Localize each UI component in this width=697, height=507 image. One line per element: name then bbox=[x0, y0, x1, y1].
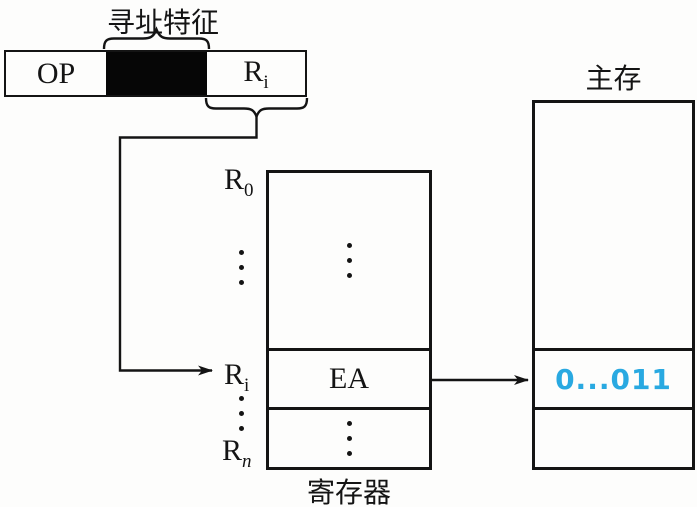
register-number-field: Ri bbox=[207, 52, 305, 95]
register-label-rn-subscript: n bbox=[242, 451, 252, 472]
addressing-mode-field bbox=[106, 52, 207, 95]
vertical-ellipsis-table-bottom bbox=[346, 421, 352, 456]
register-label-rn-base: R bbox=[222, 434, 243, 467]
instruction-word-box: OP Ri bbox=[4, 50, 307, 97]
under-brace-register-field bbox=[204, 97, 309, 120]
register-file-lower-section bbox=[269, 410, 429, 467]
register-label-ri: Ri bbox=[224, 358, 249, 395]
ellipsis-dot bbox=[238, 396, 244, 401]
ellipsis-dot bbox=[346, 258, 352, 263]
ellipsis-dot bbox=[346, 451, 352, 456]
register-label-r0-subscript: 0 bbox=[244, 180, 254, 201]
ellipsis-dot bbox=[238, 250, 244, 255]
main-memory-title: 主存 bbox=[585, 64, 642, 95]
register-file-upper-section bbox=[269, 173, 429, 348]
vertical-ellipsis-left-upper bbox=[238, 250, 244, 285]
vertical-ellipsis-table-top bbox=[346, 243, 352, 278]
register-label-ri-subscript: i bbox=[244, 375, 250, 396]
addressing-feature-label: 寻址特征 bbox=[106, 8, 219, 39]
ellipsis-dot bbox=[238, 280, 244, 285]
ellipsis-dot bbox=[238, 411, 244, 416]
vertical-ellipsis-left-lower bbox=[238, 396, 244, 431]
ellipsis-dot bbox=[238, 265, 244, 270]
register-ri-cell: EA bbox=[269, 348, 429, 410]
ellipsis-dot bbox=[346, 421, 352, 426]
register-field-label-subscript: i bbox=[263, 72, 269, 93]
register-label-r0-base: R bbox=[224, 163, 245, 196]
register-field-label: Ri bbox=[243, 55, 268, 92]
opcode-field: OP bbox=[6, 52, 106, 95]
ellipsis-dot bbox=[346, 243, 352, 248]
register-label-r0: R0 bbox=[224, 163, 254, 200]
register-label-ri-base: R bbox=[224, 358, 245, 391]
memory-cell-value: 0...011 bbox=[555, 362, 672, 396]
register-label-rn: Rn bbox=[222, 434, 252, 471]
ellipsis-dot bbox=[346, 436, 352, 441]
register-field-label-base: R bbox=[243, 55, 264, 88]
ellipsis-dot bbox=[346, 273, 352, 278]
register-file-title: 寄存器 bbox=[306, 478, 391, 507]
memory-upper-section bbox=[535, 103, 692, 348]
register-file-box: EA bbox=[266, 170, 432, 470]
ellipsis-dot bbox=[238, 426, 244, 431]
memory-target-cell: 0...011 bbox=[535, 348, 692, 410]
opcode-label: OP bbox=[36, 56, 76, 90]
effective-address-label: EA bbox=[329, 362, 369, 395]
memory-lower-section bbox=[535, 410, 692, 467]
main-memory-box: 0...011 bbox=[532, 100, 695, 470]
register-select-arrow bbox=[118, 115, 258, 376]
